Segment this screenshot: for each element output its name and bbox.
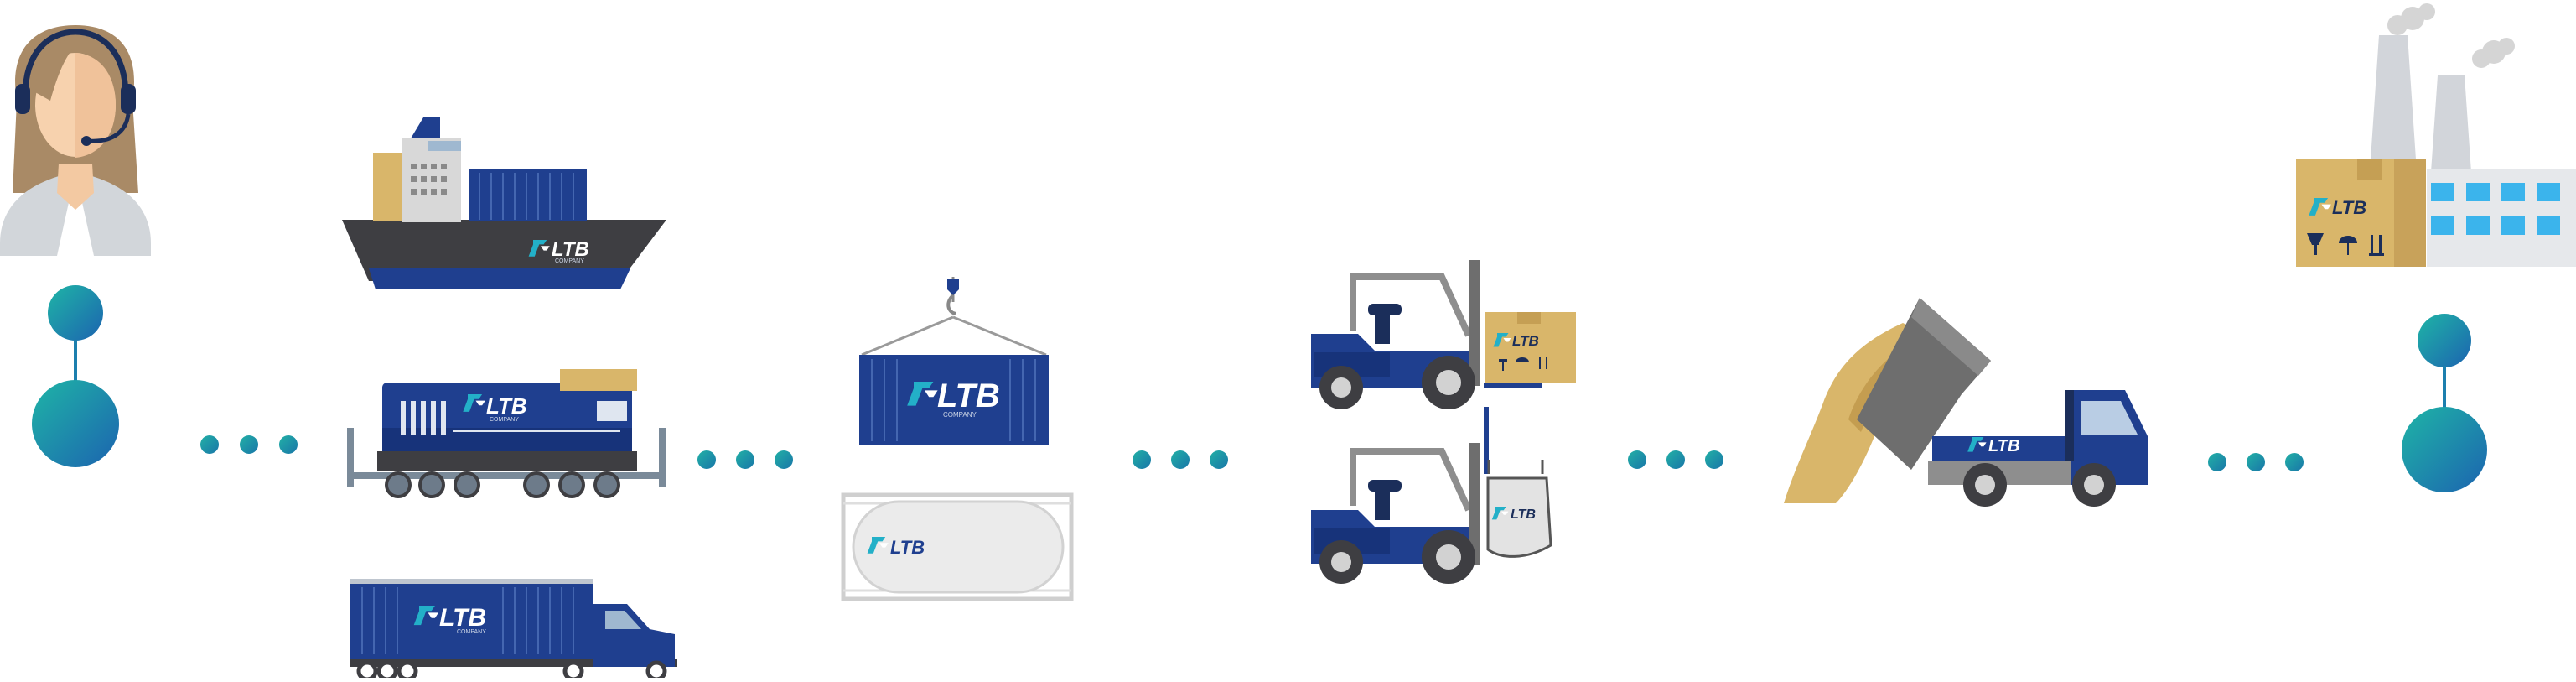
connector-dots-3 [1133, 450, 1228, 469]
forklift-box-icon: LTB [1311, 260, 1576, 409]
train-brand-tagline: COMPANY [490, 417, 519, 423]
train-brand-label: LTB [486, 393, 527, 419]
freight-train-icon: LTB COMPANY [347, 369, 666, 498]
tank-brand-label: LTB [890, 537, 925, 558]
factory-box-brand-label: LTB [2332, 197, 2366, 218]
truck-brand-tagline: COMPANY [457, 629, 486, 635]
destination-node-connector [2402, 314, 2487, 492]
box-brand-label: LTB [1512, 333, 1539, 349]
bag-brand-label: LTB [1511, 508, 1536, 522]
ship-brand-tagline: COMPANY [555, 258, 584, 264]
container-brand-label: LTB [937, 377, 1000, 414]
customer-service-agent-icon [0, 25, 151, 256]
connector-dots-2 [697, 450, 793, 469]
shipping-container-icon: LTB COMPANY [859, 277, 1049, 445]
ship-brand-label: LTB [552, 238, 589, 261]
truck-brand-label: LTB [439, 604, 486, 632]
semi-truck-icon: LTB COMPANY [350, 579, 677, 682]
dump-truck-icon: LTB [1784, 298, 2148, 507]
connector-dots-5 [2208, 453, 2304, 471]
customer-node-connector [32, 285, 119, 467]
factory-icon: LTB [2296, 3, 2576, 267]
tank-container-icon: LTB [841, 492, 1074, 601]
connector-dots-1 [200, 435, 298, 454]
forklift-bulk-bag-icon: LTB [1311, 407, 1552, 584]
dump-truck-brand-label: LTB [1988, 437, 2019, 456]
cargo-ship-icon: LTB COMPANY [342, 117, 666, 289]
connector-dots-4 [1628, 450, 1723, 469]
container-brand-tagline: COMPANY [943, 411, 977, 419]
